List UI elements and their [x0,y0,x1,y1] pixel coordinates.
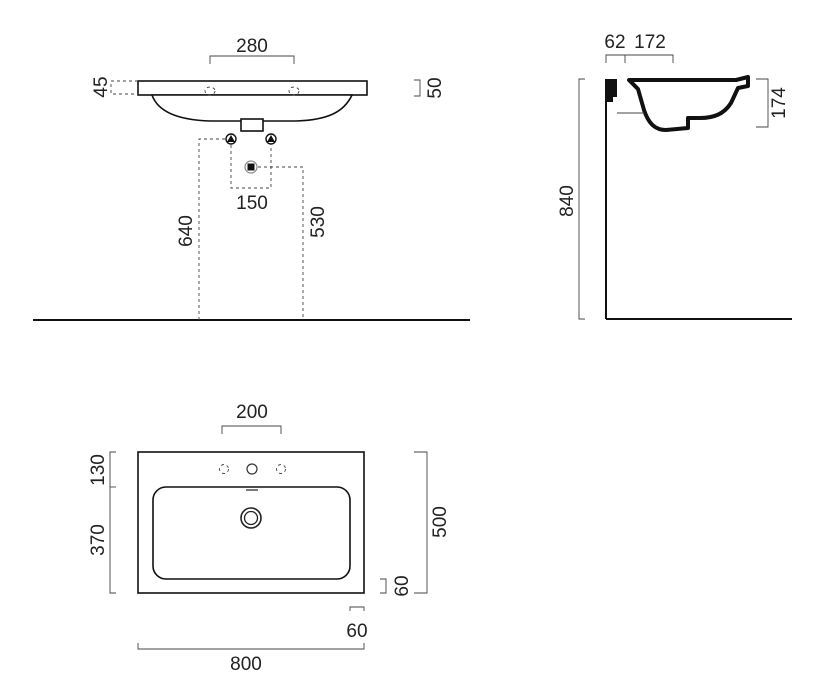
dim-bracket-280 [209,55,295,64]
dim-line-530 [258,166,304,320]
dim-bracket-45 [110,80,138,95]
tap-hole-center-top [246,463,258,475]
basin-deck-front [137,80,368,96]
dim-label-280: 280 [236,36,268,57]
dim-label-60-side: 60 [346,621,367,642]
side-view: 62 172 174 840 [557,32,792,320]
dim-label-840: 840 [557,185,578,217]
dim-bracket-200 [221,425,282,434]
valve-icon-right [265,133,277,145]
basin-bowl-profile [627,75,750,132]
drain-icon-top [240,507,262,529]
dim-label-530: 530 [308,206,329,238]
dim-bracket-50 [414,79,421,97]
tap-hole-right-top [276,464,286,474]
dim-bracket-130-370 [109,451,116,594]
top-view: 200 130 370 500 60 60 800 [88,402,451,675]
basin-bowl-top [152,486,351,580]
dim-bracket-500 [414,451,428,594]
dim-bracket-800 [137,643,365,650]
dim-label-800: 800 [230,654,262,675]
tap-hole-left-front [204,86,216,96]
front-view: 280 45 50 150 640 530 [33,36,470,321]
valve-icon-left [225,133,237,145]
dim-label-640: 640 [176,215,197,247]
dim-bracket-174 [756,78,769,128]
dim-label-62: 62 [604,32,625,53]
dim-bracket-60-side [349,606,365,611]
dim-bracket-62-172 [605,54,674,63]
dim-label-60-front: 60 [392,575,413,596]
dim-line-640 [198,138,225,320]
dim-label-130: 130 [88,454,109,486]
drain-icon [244,160,258,174]
basin-bowl-front [150,94,354,122]
dim-label-50: 50 [425,77,446,98]
dim-label-172: 172 [634,32,666,53]
dim-label-174: 174 [769,87,790,119]
dim-bracket-150 [230,145,272,189]
dim-label-200: 200 [236,402,268,423]
tap-hole-left-top [219,464,229,474]
dim-bracket-60-front [380,578,387,594]
dim-label-45: 45 [91,76,112,97]
dim-label-370: 370 [88,524,109,556]
dim-label-500: 500 [430,506,451,538]
dim-bracket-840 [578,78,585,320]
tap-hole-right-front [288,86,300,96]
basin-back-profile [605,79,617,112]
waste-outlet-front [240,118,264,132]
dim-label-150: 150 [236,193,268,214]
